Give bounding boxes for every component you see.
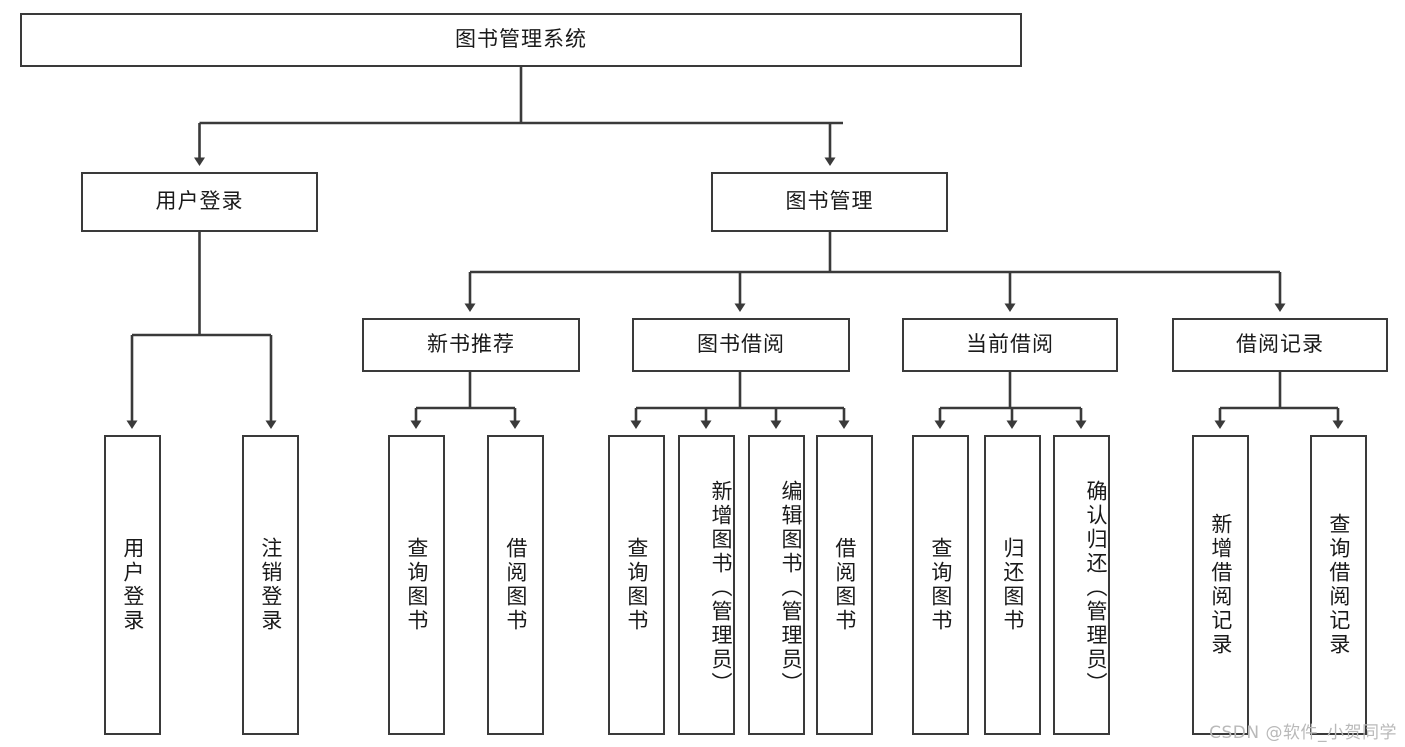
node-leaf-query-borrow-record[interactable]: 查询借阅记录 — [1310, 435, 1367, 735]
node-current-borrow[interactable]: 当前借阅 — [902, 318, 1118, 372]
node-book-management[interactable]: 图书管理 — [711, 172, 948, 232]
node-leaf-user-login[interactable]: 用户登录 — [104, 435, 161, 735]
node-book-borrow[interactable]: 图书借阅 — [632, 318, 850, 372]
node-leaf-user-logout[interactable]: 注销登录 — [242, 435, 299, 735]
node-leaf-borrow-book[interactable]: 借阅图书 — [816, 435, 873, 735]
node-leaf-edit-book[interactable]: 编辑图书（管理员） — [748, 435, 805, 735]
node-leaf-add-borrow-record[interactable]: 新增借阅记录 — [1192, 435, 1249, 735]
node-leaf-query-book-current[interactable]: 查询图书 — [912, 435, 969, 735]
node-new-book-recommend[interactable]: 新书推荐 — [362, 318, 580, 372]
node-leaf-add-book[interactable]: 新增图书（管理员） — [678, 435, 735, 735]
node-leaf-return-book[interactable]: 归还图书 — [984, 435, 1041, 735]
node-root-system[interactable]: 图书管理系统 — [20, 13, 1022, 67]
node-leaf-confirm-return[interactable]: 确认归还（管理员） — [1053, 435, 1110, 735]
node-leaf-query-book-recommend[interactable]: 查询图书 — [388, 435, 445, 735]
node-borrow-record[interactable]: 借阅记录 — [1172, 318, 1388, 372]
node-leaf-borrow-book-recommend[interactable]: 借阅图书 — [487, 435, 544, 735]
node-user-login[interactable]: 用户登录 — [81, 172, 318, 232]
node-leaf-query-book-borrow[interactable]: 查询图书 — [608, 435, 665, 735]
